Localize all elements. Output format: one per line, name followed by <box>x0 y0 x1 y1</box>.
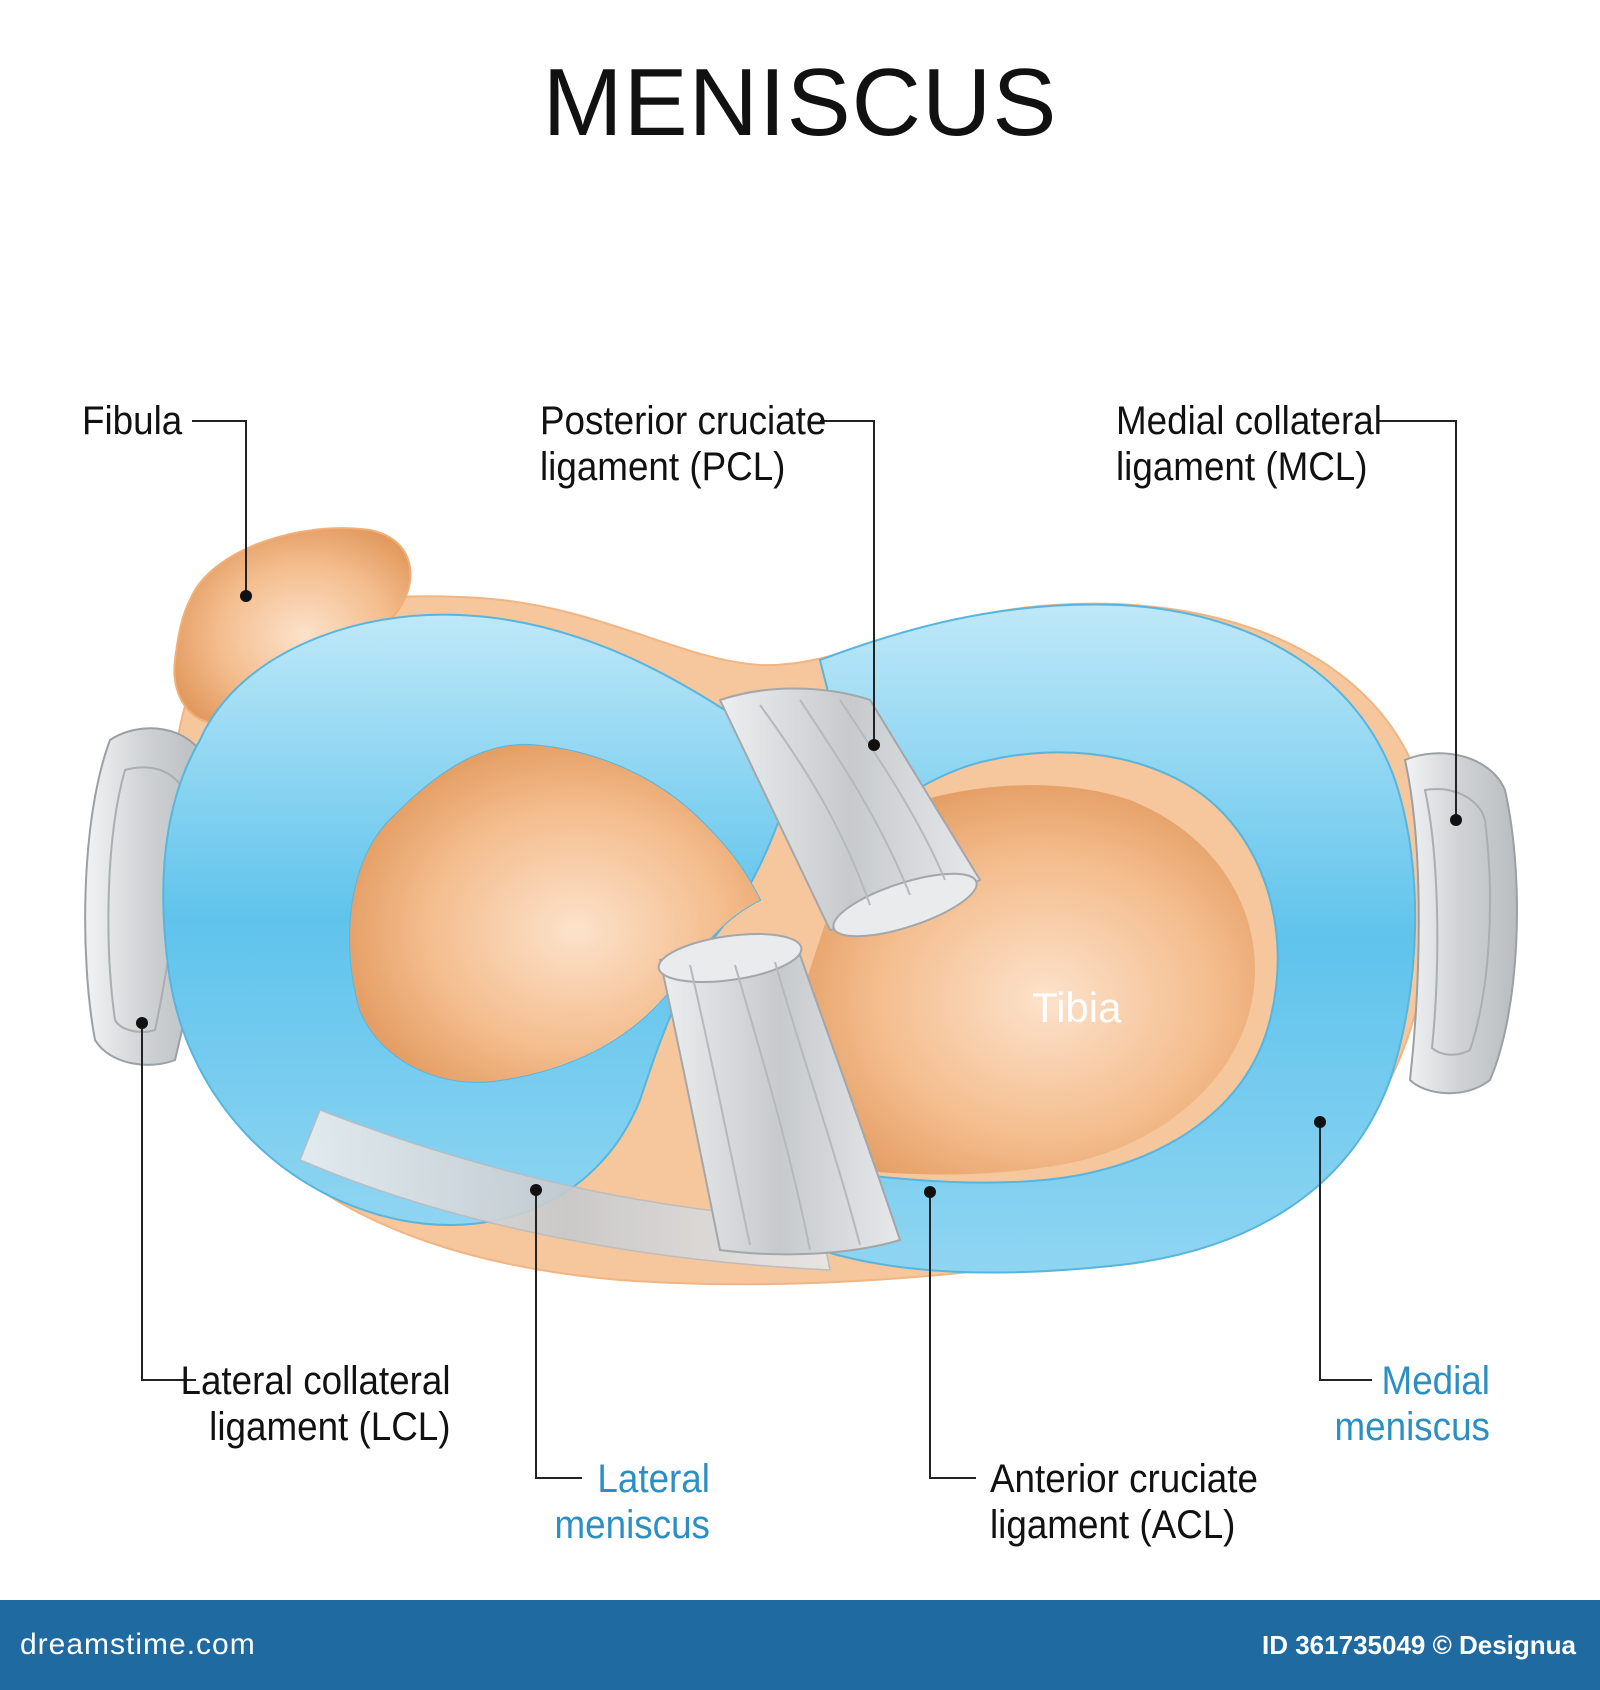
leader-lateral-meniscus <box>535 1190 582 1479</box>
leader-fibula <box>192 420 247 596</box>
footer-bar: dreamstime.com ID 361735049 © Designua <box>0 1600 1600 1690</box>
label-lcl: Lateral collateral ligament (LCL) <box>179 1359 450 1449</box>
leader-medial-meniscus <box>1319 1122 1372 1381</box>
label-lateral-meniscus: Lateral meniscus <box>554 1457 710 1547</box>
tibia-plateau-lateral <box>350 744 760 1082</box>
marker-fibula <box>240 590 252 602</box>
label-tibia: Tibia <box>1032 984 1122 1031</box>
marker-lcl <box>136 1017 148 1029</box>
label-mcl: Medial collateral ligament (MCL) <box>1116 399 1382 489</box>
transverse-ligament <box>299 1109 831 1271</box>
label-medial-meniscus: Medial meniscus <box>1334 1359 1490 1449</box>
pcl-ligament <box>718 687 982 938</box>
leader-pcl <box>820 420 875 745</box>
leader-lcl <box>141 1023 196 1381</box>
mcl-ligament <box>1403 752 1518 1095</box>
label-pcl: Posterior cruciate ligament (PCL) <box>540 399 827 489</box>
label-acl: Anterior cruciate ligament (ACL) <box>990 1457 1258 1547</box>
acl-ligament <box>657 933 902 1256</box>
marker-medial-meniscus <box>1314 1116 1326 1128</box>
marker-lateral-meniscus <box>530 1184 542 1196</box>
leader-mcl <box>1378 420 1457 820</box>
marker-acl <box>924 1186 936 1198</box>
label-fibula: Fibula <box>82 399 183 443</box>
marker-mcl <box>1450 814 1462 826</box>
leader-acl <box>929 1192 976 1479</box>
diagram-title: MENISCUS <box>542 49 1058 156</box>
marker-pcl <box>868 739 880 751</box>
footer-brand: dreamstime.com <box>20 1628 256 1661</box>
footer-credit: ID 361735049 © Designua <box>1262 1630 1576 1660</box>
